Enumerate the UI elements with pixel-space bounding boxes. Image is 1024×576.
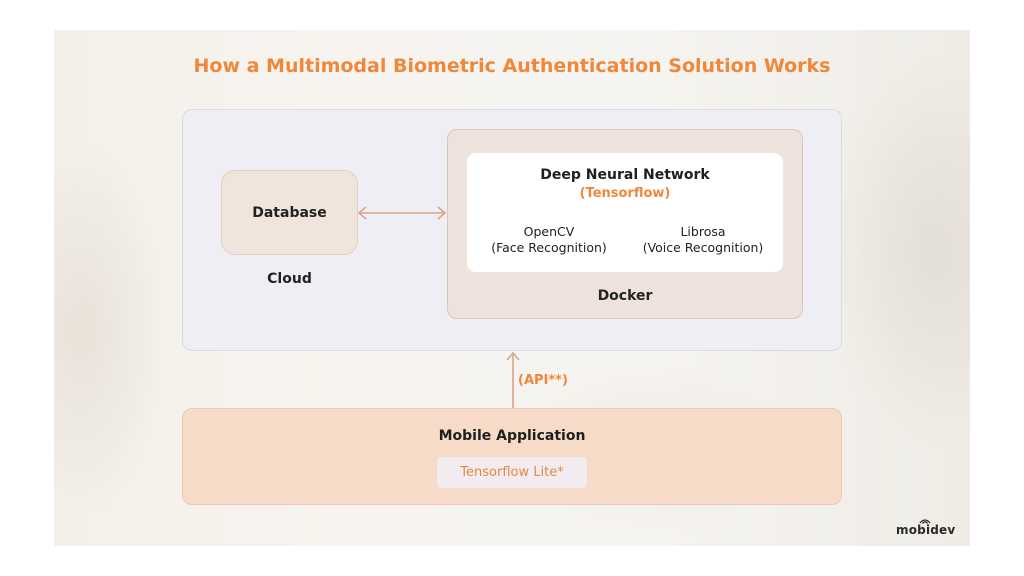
dnn-framework: (Tensorflow) bbox=[579, 186, 671, 201]
api-label: (API**) bbox=[518, 373, 568, 388]
opencv-desc: (Face Recognition) bbox=[491, 240, 607, 255]
librosa-name: Librosa bbox=[680, 224, 726, 239]
tflite-label: Tensorflow Lite* bbox=[460, 465, 564, 480]
mobile-app-title: Mobile Application bbox=[438, 428, 586, 444]
api-arrow bbox=[506, 351, 520, 408]
cloud-label: Cloud bbox=[267, 271, 312, 287]
database-docker-arrow bbox=[357, 206, 447, 220]
docker-label: Docker bbox=[597, 288, 653, 304]
logo-text: mobidev bbox=[896, 523, 956, 537]
mobidev-logo: mobidev bbox=[896, 519, 958, 539]
librosa-module: Librosa (Voice Recognition) bbox=[628, 224, 778, 256]
dnn-panel bbox=[466, 152, 784, 273]
dnn-title: Deep Neural Network bbox=[540, 167, 710, 183]
opencv-module: OpenCV (Face Recognition) bbox=[478, 224, 620, 256]
mobile-app-container bbox=[182, 408, 842, 505]
database-label: Database bbox=[252, 204, 327, 221]
tflite-badge: Tensorflow Lite* bbox=[437, 457, 587, 488]
signal-icon bbox=[919, 519, 931, 524]
database-node: Database bbox=[221, 170, 358, 255]
diagram-title: How a Multimodal Biometric Authenticatio… bbox=[193, 55, 831, 77]
opencv-name: OpenCV bbox=[523, 224, 575, 239]
slide: How a Multimodal Biometric Authenticatio… bbox=[54, 30, 970, 546]
librosa-desc: (Voice Recognition) bbox=[642, 240, 764, 255]
